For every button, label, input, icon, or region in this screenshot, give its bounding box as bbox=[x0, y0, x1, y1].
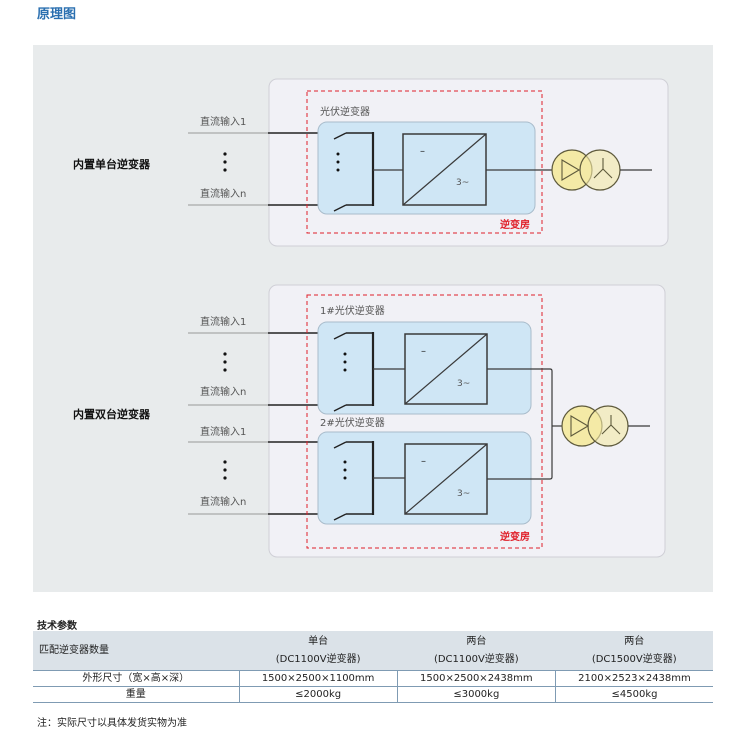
dual-inverter-group: 内置双台逆变器 直流输入1 直流输入n 直流输入1 直流输入n 逆变房 1#光伏… bbox=[73, 284, 666, 558]
inverter-room-label: 逆变房 bbox=[500, 530, 530, 543]
ac-symbol: 3~ bbox=[457, 489, 470, 499]
footnote: 注：实际尺寸以具体发货实物为准 bbox=[37, 718, 187, 729]
cell: 1500×2500×1100mm bbox=[238, 670, 398, 687]
dc-input-label: 直流输入1 bbox=[200, 315, 246, 328]
inverter-label: 2#光伏逆变器 bbox=[320, 416, 385, 429]
dc-symbol: – bbox=[420, 146, 425, 157]
table-row: 重量 ≤2000kg ≤3000kg ≤4500kg bbox=[33, 686, 713, 703]
table-row: 外形尺寸（宽×高×深） 1500×2500×1100mm 1500×2500×2… bbox=[33, 670, 713, 687]
schematic-diagram: 内置单台逆变器 直流输入1 直流输入n 逆变房 光伏逆变器 – 3~ bbox=[73, 78, 669, 558]
dc-input-label: 直流输入1 bbox=[200, 425, 246, 438]
dc-input-label: 直流输入n bbox=[200, 495, 246, 508]
table-header-row: 匹配逆变器数量 单台 (DC1100V逆变器) 两台 (DC1100V逆变器) … bbox=[33, 631, 713, 671]
inverter-room-border bbox=[306, 294, 543, 549]
row-label: 重量 bbox=[33, 686, 239, 703]
section-title: 原理图 bbox=[37, 7, 77, 22]
inverter-room-border bbox=[306, 90, 543, 234]
dc-input-label: 直流输入1 bbox=[200, 115, 246, 128]
inverter-label: 1#光伏逆变器 bbox=[320, 304, 385, 317]
header-label: 匹配逆变器数量 bbox=[33, 631, 239, 671]
single-inverter-group: 内置单台逆变器 直流输入1 直流输入n 逆变房 光伏逆变器 – 3~ bbox=[73, 78, 669, 247]
header-column: 两台 (DC1500V逆变器) bbox=[555, 631, 713, 671]
cell: ≤3000kg bbox=[396, 686, 556, 703]
header-column: 单台 (DC1100V逆变器) bbox=[239, 631, 398, 671]
transformer-icon bbox=[551, 149, 621, 191]
cell: 2100×2523×2438mm bbox=[554, 670, 713, 687]
dual-group-label: 内置双台逆变器 bbox=[73, 407, 151, 421]
inverter-label: 光伏逆变器 bbox=[320, 105, 370, 118]
params-title: 技术参数 bbox=[37, 621, 77, 632]
params-table: 匹配逆变器数量 单台 (DC1100V逆变器) 两台 (DC1100V逆变器) … bbox=[33, 631, 713, 703]
dc-input-label: 直流输入n bbox=[200, 385, 246, 398]
ac-symbol: 3~ bbox=[456, 178, 469, 188]
ac-symbol: 3~ bbox=[457, 379, 470, 389]
inverter-room-label: 逆变房 bbox=[500, 218, 530, 231]
dc-symbol: – bbox=[421, 346, 426, 357]
cell: ≤4500kg bbox=[554, 686, 713, 703]
dc-input-label: 直流输入n bbox=[200, 187, 246, 200]
cell: 1500×2500×2438mm bbox=[396, 670, 556, 687]
row-label: 外形尺寸（宽×高×深） bbox=[33, 670, 239, 687]
single-group-label: 内置单台逆变器 bbox=[73, 157, 151, 171]
header-column: 两台 (DC1100V逆变器) bbox=[397, 631, 556, 671]
cell: ≤2000kg bbox=[238, 686, 398, 703]
dc-symbol: – bbox=[421, 456, 426, 467]
transformer-icon bbox=[561, 405, 629, 447]
